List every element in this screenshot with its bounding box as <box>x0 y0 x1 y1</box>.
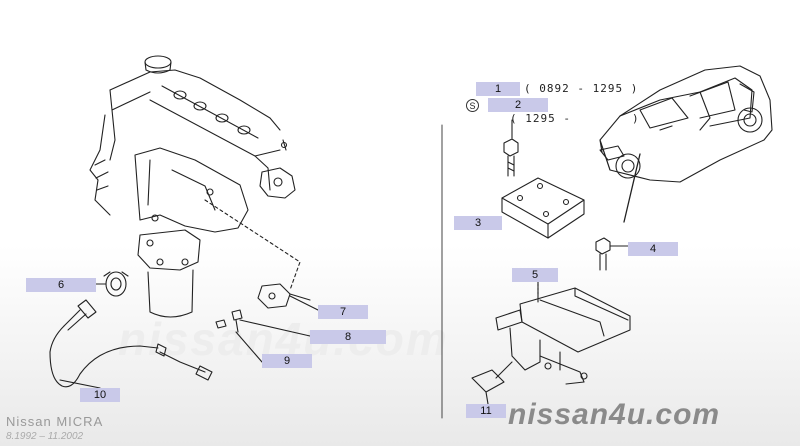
part-2-range: ( 1295 - ) <box>510 112 640 125</box>
callout-part-9[interactable]: 9 <box>262 354 312 368</box>
callout-part-6[interactable]: 6 <box>26 278 96 292</box>
part-2-symbol: S <box>466 99 479 112</box>
callout-part-3[interactable]: 3 <box>454 216 502 230</box>
callout-part-8[interactable]: 8 <box>310 330 386 344</box>
part-7-bracket <box>257 283 311 309</box>
part-6-sensor-boss <box>103 271 129 297</box>
callout-part-4[interactable]: 4 <box>628 242 678 256</box>
callout-part-7[interactable]: 7 <box>318 305 368 319</box>
part-5-mounting-bracket <box>495 279 631 385</box>
callout-part-5[interactable]: 5 <box>512 268 558 282</box>
part-2-bolt <box>503 119 519 177</box>
model-name: Nissan MICRA <box>6 414 104 429</box>
part-10-oxygen-sensor <box>49 299 213 388</box>
car-illustration <box>599 65 773 223</box>
engine-illustration <box>89 55 301 318</box>
callout-part-2[interactable]: 2 <box>488 98 548 112</box>
part-1-range: ( 0892 - 1295 ) <box>524 82 639 95</box>
callout-part-11[interactable]: 11 <box>466 404 506 418</box>
brand-logo-text: nissan4u.com <box>508 398 721 431</box>
callout-part-1[interactable]: 1 <box>476 82 520 96</box>
part-11-clip <box>471 361 513 405</box>
part-3-control-unit <box>501 177 585 239</box>
model-dates: 8.1992 – 11.2002 <box>6 431 84 442</box>
callout-part-10[interactable]: 10 <box>80 388 120 402</box>
part-9-bolt <box>215 309 243 333</box>
